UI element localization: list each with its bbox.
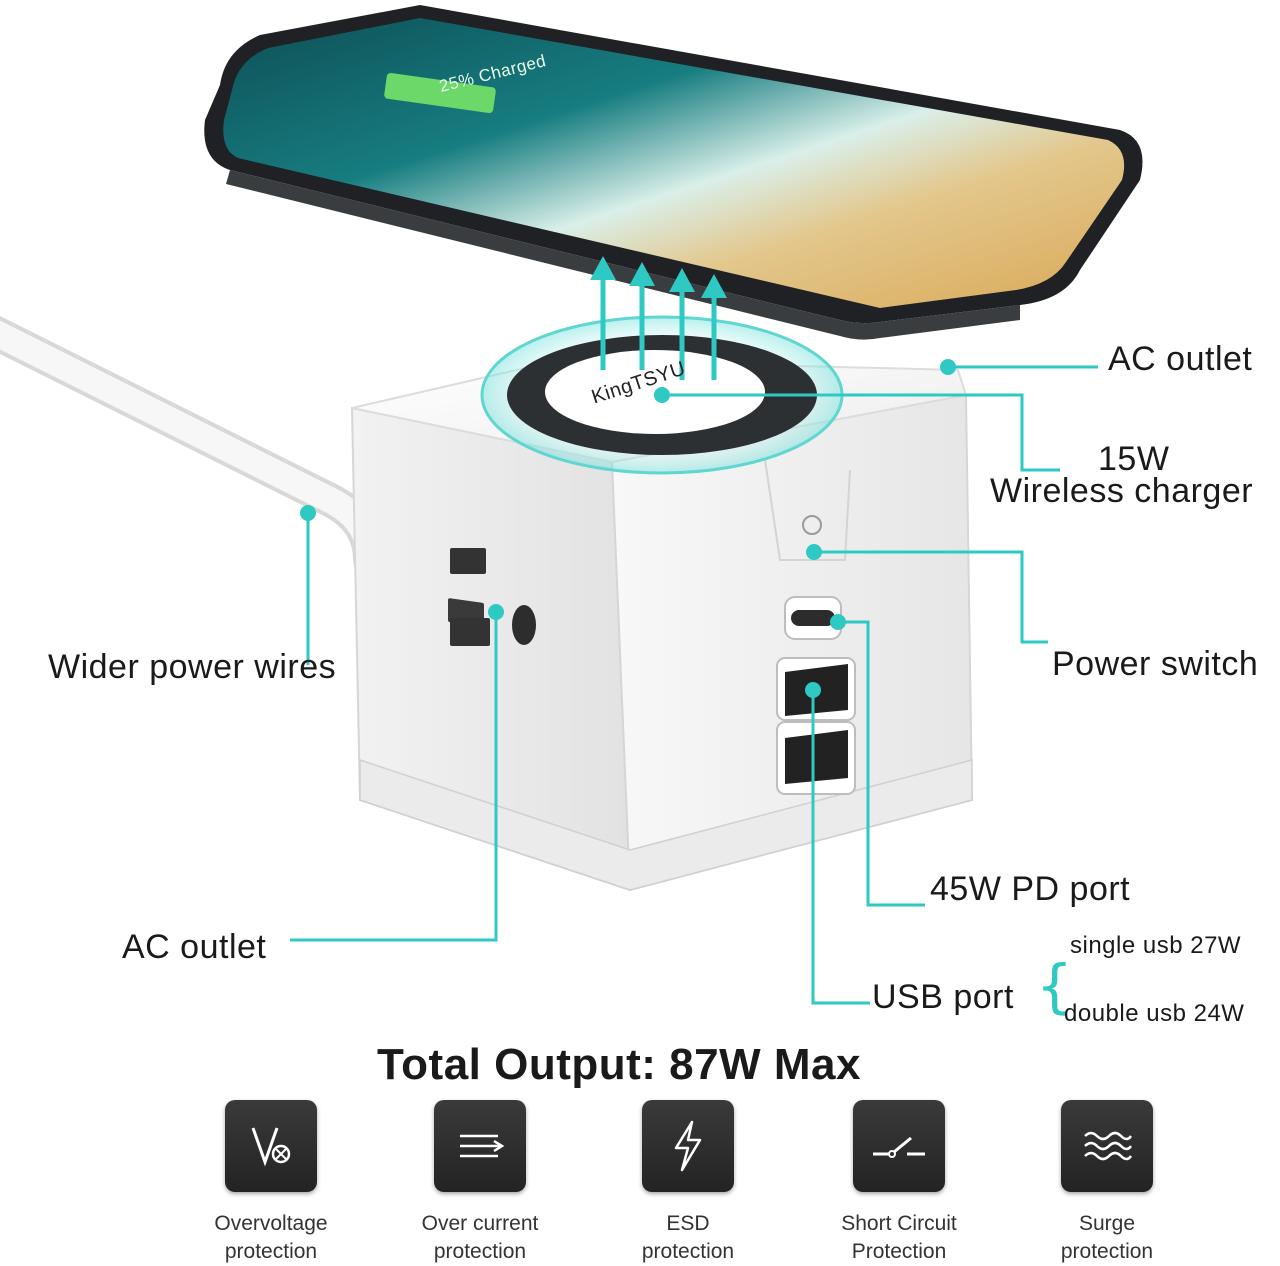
- ac-outlet-front: [448, 548, 536, 646]
- callout-pd-port: 45W PD port: [930, 870, 1131, 908]
- callout-usb-single: single usb 27W: [1070, 932, 1242, 959]
- callout-usb-double: double usb 24W: [1064, 1000, 1245, 1027]
- callout-ac-outlet-top: AC outlet: [1108, 340, 1253, 378]
- feature-short-circuit: Short Circuit Protection: [804, 1100, 994, 1266]
- feature-esd: ESD protection: [593, 1100, 783, 1266]
- callout-power-switch: Power switch: [1052, 645, 1259, 683]
- callout-wireless-watt: 15W: [1098, 440, 1170, 478]
- power-cube: [350, 358, 974, 892]
- callout-usb-port: USB port: [872, 978, 1014, 1016]
- total-output-headline: Total Output: 87W Max: [377, 1040, 861, 1089]
- feature-over-current: Over current protection: [385, 1100, 575, 1266]
- callout-ac-outlet-bottom: AC outlet: [122, 928, 267, 966]
- over-current-icon: [434, 1100, 526, 1192]
- callout-dots: [300, 359, 956, 698]
- overvoltage-icon: [225, 1100, 317, 1192]
- lightning-icon: [642, 1100, 734, 1192]
- feature-overvoltage: Overvoltage protection: [176, 1100, 366, 1266]
- switch-icon: [853, 1100, 945, 1192]
- feature-label: Over current protection: [421, 1212, 539, 1263]
- usb-ports: [776, 515, 856, 795]
- wave-icon: [1061, 1100, 1153, 1192]
- charging-arrows: [590, 256, 727, 380]
- feature-label: Overvoltage protection: [214, 1212, 328, 1263]
- feature-label: Surge protection: [1060, 1212, 1154, 1263]
- feature-surge: Surge protection: [1012, 1100, 1202, 1266]
- brace-icon: {: [1036, 952, 1073, 1020]
- callout-wireless-label: Wireless charger: [990, 472, 1254, 510]
- feature-label: ESD protection: [641, 1212, 735, 1263]
- callout-wider-wires: Wider power wires: [48, 648, 337, 686]
- callout-lines: [290, 365, 1098, 1005]
- power-cord: [0, 315, 387, 577]
- smartphone: [204, 5, 1143, 340]
- protection-features: Overvoltage protection Over current prot…: [0, 1100, 1280, 1265]
- feature-label: Short Circuit Protection: [841, 1212, 957, 1263]
